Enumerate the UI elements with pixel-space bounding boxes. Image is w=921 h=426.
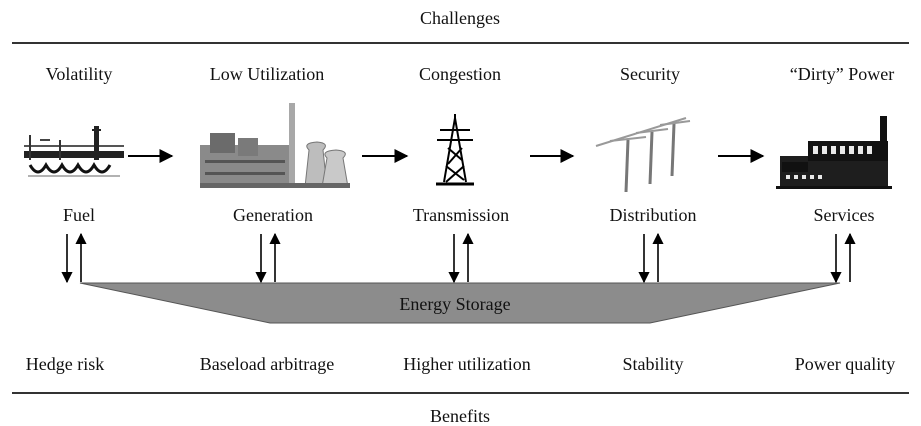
benefits-title: Benefits (430, 406, 490, 426)
energy-storage-label: Energy Storage (399, 294, 511, 314)
stage-services: Services (813, 205, 875, 225)
challenge-volatility: Volatility (45, 64, 113, 84)
challenge-dirty-power: “Dirty” Power (789, 64, 895, 84)
benefit-power-quality: Power quality (794, 354, 896, 374)
storage-exchange-arrows (61, 232, 856, 284)
challenge-security: Security (620, 64, 680, 84)
challenge-congestion: Congestion (418, 64, 502, 84)
stage-generation: Generation (233, 205, 313, 225)
challenges-title: Challenges (420, 8, 500, 28)
stage-transmission: Transmission (412, 205, 510, 225)
benefit-baseload-arbitrage: Baseload arbitrage (199, 354, 335, 374)
oil-pipeline-icon (24, 126, 124, 177)
stage-fuel: Fuel (62, 205, 96, 225)
utility-pole-icon (595, 117, 691, 193)
top-divider (12, 42, 909, 44)
factory-icon (776, 116, 892, 189)
benefit-stability: Stability (622, 354, 684, 374)
energy-storage-band (79, 282, 841, 324)
benefit-higher-utilization: Higher utilization (403, 354, 531, 374)
benefit-hedge-risk: Hedge risk (25, 354, 105, 374)
power-plant-icon (200, 103, 350, 188)
challenge-low-utilization: Low Utilization (209, 64, 325, 84)
bottom-divider (12, 392, 909, 394)
transmission-tower-icon (436, 114, 474, 186)
stage-distribution: Distribution (609, 205, 697, 225)
